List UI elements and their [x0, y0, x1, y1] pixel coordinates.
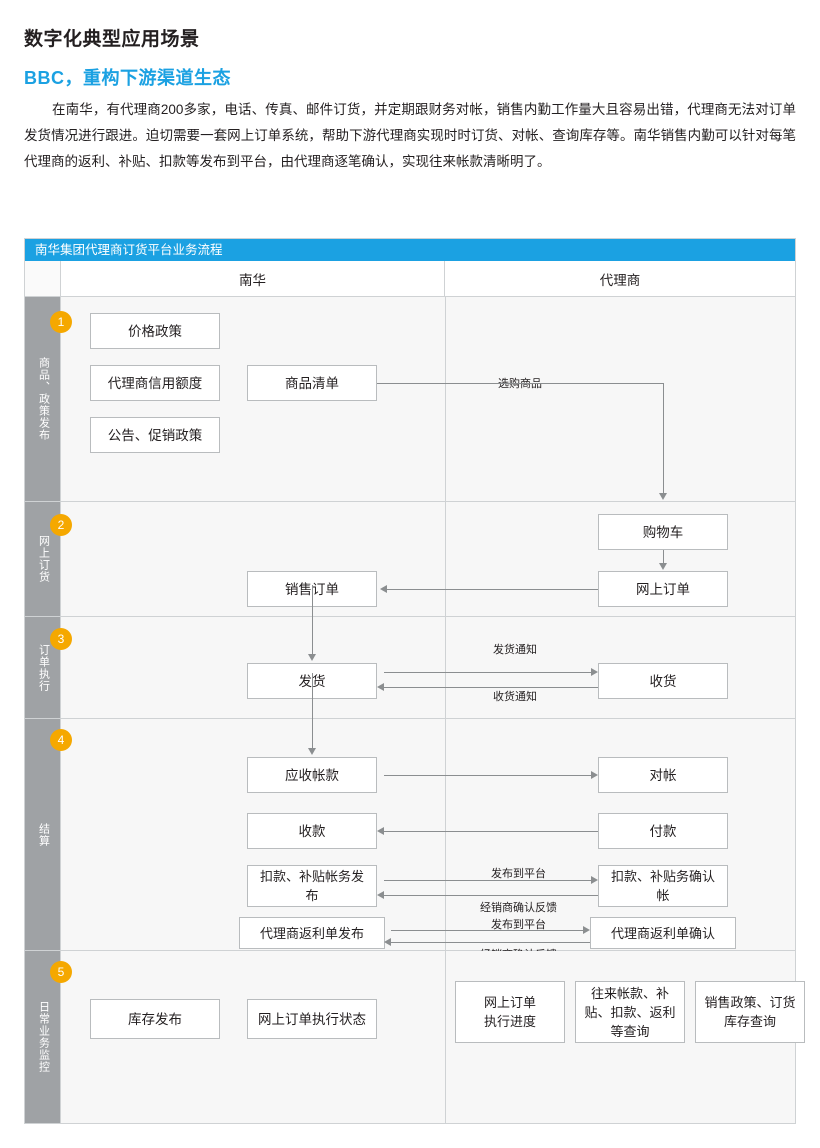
arrow-down-4: [308, 748, 316, 755]
band-4-rail: 结算: [25, 719, 61, 950]
box-goods-receipt: 收货: [598, 663, 728, 699]
box-collection: 收款: [247, 813, 377, 849]
label-shipment-notice: 发货通知: [493, 644, 537, 656]
connector-v-4: [312, 673, 313, 749]
arrow-left-2: [380, 585, 387, 593]
column-header-agent: 代理商: [445, 261, 795, 297]
connector-h-4b: [384, 831, 598, 832]
box-shopping-cart: 购物车: [598, 514, 728, 550]
arrow-right-4a: [591, 771, 598, 779]
box-policy-inventory-query: 销售政策、订货库存查询: [695, 981, 805, 1043]
box-payment: 付款: [598, 813, 728, 849]
arrow-left-4b: [377, 827, 384, 835]
step-number-3: 3: [50, 628, 72, 650]
connector-h-3a: [384, 672, 591, 673]
intro-paragraph: 在南华，有代理商200多家，电话、传真、邮件订货，并定期跟财务对帐，销售内勤工作…: [24, 102, 796, 169]
label-publish-platform-2: 发布到平台: [491, 919, 546, 931]
box-price-policy: 价格政策: [90, 313, 220, 349]
label-receipt-notice: 收货通知: [493, 691, 537, 703]
band-4: 结算 4 应收帐款 对帐 收款 付款 扣款、补贴帐务发布 扣款、补贴务确认帐 代…: [25, 673, 795, 961]
box-agent-rebate-confirm: 代理商返利单确认: [590, 917, 736, 949]
connector-v-3: [312, 585, 313, 655]
label-select-products: 选购商品: [498, 378, 542, 390]
band-3-divider: [445, 617, 446, 718]
diagram-title: 南华集团代理商订货平台业务流程: [25, 239, 795, 261]
box-agent-rebate-publish: 代理商返利单发布: [239, 917, 385, 949]
band-4-divider: [445, 719, 446, 950]
band-2: 网上订货 2 购物车 网上订单 销售订单: [25, 502, 795, 617]
connector-h-4d: [384, 895, 598, 896]
box-accounts-receivable: 应收帐款: [247, 757, 377, 793]
arrow-left-4f: [384, 938, 391, 946]
step-number-1: 1: [50, 311, 72, 333]
box-deduction-subsidy-publish: 扣款、补贴帐务发布: [247, 865, 377, 907]
band-5-divider: [445, 951, 446, 1123]
arrow-right-3: [591, 668, 598, 676]
arrow-left-4d: [377, 891, 384, 899]
band-3-rail-label: 订单执行: [37, 643, 50, 692]
box-account-query: 往来帐款、补贴、扣款、返利等查询: [575, 981, 685, 1043]
connector-v-1: [663, 383, 664, 496]
connector-h-1: [377, 383, 663, 384]
band-4-rail-label: 结算: [37, 822, 50, 847]
band-1-rail-label: 商品、政策发布: [37, 357, 50, 441]
arrow-right-4c: [591, 876, 598, 884]
connector-h-2: [387, 589, 598, 590]
box-agent-credit-limit: 代理商信用额度: [90, 365, 220, 401]
arrow-down-1: [659, 493, 667, 500]
step-number-2: 2: [50, 514, 72, 536]
connector-h-4a: [384, 775, 591, 776]
band-5-rail-label: 日常业务监控: [37, 1001, 50, 1073]
arrow-down-3: [308, 654, 316, 661]
arrow-right-4e: [583, 926, 590, 934]
connector-h-4c: [384, 880, 591, 881]
header-corner-spacer: [25, 261, 61, 297]
box-online-order-status: 网上订单执行状态: [247, 999, 377, 1039]
process-diagram: 南华集团代理商订货平台业务流程 南华 代理商 商品、政策发布 1 价格政策 代理…: [24, 238, 805, 1124]
band-3: 订单执行 3 发货 收货 发货通知 收货通知: [25, 585, 795, 719]
box-announcement-promo: 公告、促销政策: [90, 417, 220, 453]
band-1-divider: [445, 297, 446, 501]
column-header-nanhua: 南华: [61, 261, 445, 297]
page-subtitle: BBC，重构下游渠道生态: [24, 68, 231, 88]
connector-h-4e: [391, 930, 583, 931]
box-product-list: 商品清单: [247, 365, 377, 401]
label-dealer-confirm-1: 经销商确认反馈: [480, 902, 557, 914]
band-2-divider: [445, 502, 446, 616]
box-reconciliation: 对帐: [598, 757, 728, 793]
step-number-5: 5: [50, 961, 72, 983]
connector-v-2: [663, 550, 664, 564]
label-publish-platform-1: 发布到平台: [491, 868, 546, 880]
arrow-down-2: [659, 563, 667, 570]
band-5: 日常业务监控 5 库存发布 网上订单执行状态 网上订单 执行进度 往来帐款、补贴…: [25, 951, 805, 1123]
page-title: 数字化典型应用场景: [24, 29, 200, 50]
connector-h-4f: [391, 942, 590, 943]
step-number-4: 4: [50, 729, 72, 751]
connector-h-3b: [384, 687, 598, 688]
arrow-left-3: [377, 683, 384, 691]
box-deduction-subsidy-confirm: 扣款、补贴务确认帐: [598, 865, 728, 907]
band-1: 商品、政策发布 1 价格政策 代理商信用额度 公告、促销政策 商品清单 选购商品: [25, 297, 795, 502]
band-2-rail-label: 网上订货: [37, 535, 50, 583]
box-inventory-publish: 库存发布: [90, 999, 220, 1039]
box-online-order: 网上订单: [598, 571, 728, 607]
box-order-progress: 网上订单 执行进度: [455, 981, 565, 1043]
